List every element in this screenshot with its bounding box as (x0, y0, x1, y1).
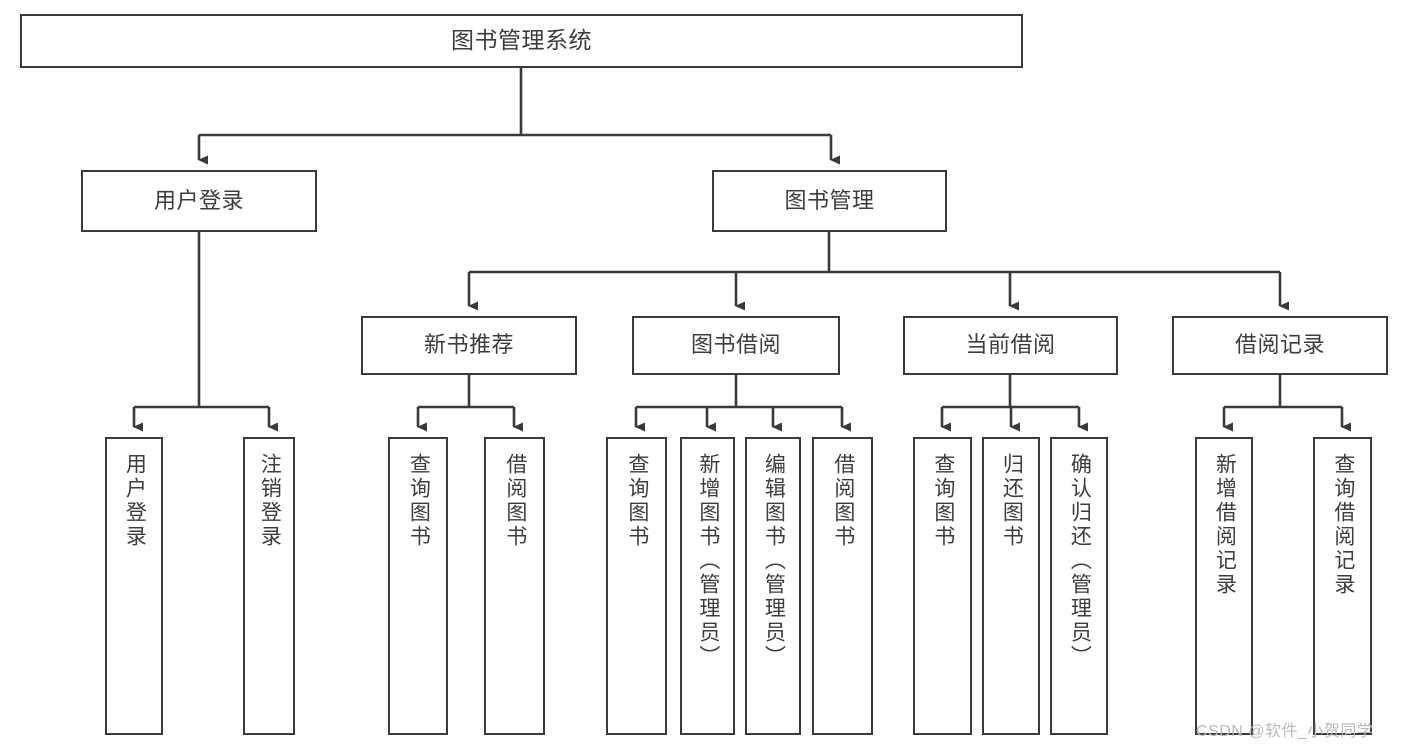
node-book-manage[interactable]: 图书管理 (712, 170, 947, 232)
leaf-add-book[interactable]: 新增图书（管理员） (680, 437, 735, 735)
leaf-logout-label: 注销登录 (258, 453, 282, 549)
leaf-borrow-book-2-label: 借阅图书 (831, 453, 855, 549)
node-borrow-record-label: 借阅记录 (1234, 332, 1325, 358)
node-book-borrow-label: 图书借阅 (690, 332, 781, 358)
leaf-borrow-book-1-label: 借阅图书 (503, 453, 527, 549)
node-new-book-recommend-label: 新书推荐 (423, 332, 514, 358)
node-current-borrow-label: 当前借阅 (965, 332, 1056, 358)
leaf-query-record-label: 查询借阅记录 (1331, 453, 1355, 597)
leaf-query-book-1-label: 查询图书 (407, 453, 431, 549)
node-user-login[interactable]: 用户登录 (81, 170, 317, 232)
leaf-query-book-3[interactable]: 查询图书 (913, 437, 972, 735)
node-root[interactable]: 图书管理系统 (20, 14, 1023, 68)
leaf-query-book-2[interactable]: 查询图书 (606, 437, 667, 735)
leaf-add-book-label: 新增图书（管理员） (696, 453, 720, 669)
leaf-return-book-label: 归还图书 (1000, 453, 1024, 549)
leaf-query-record[interactable]: 查询借阅记录 (1313, 437, 1372, 735)
leaf-return-book[interactable]: 归还图书 (982, 437, 1040, 735)
leaf-logout[interactable]: 注销登录 (243, 437, 295, 735)
leaf-query-book-2-label: 查询图书 (625, 453, 649, 549)
node-root-label: 图书管理系统 (451, 27, 592, 54)
leaf-user-login-label: 用户登录 (123, 453, 147, 549)
leaf-edit-book-label: 编辑图书（管理员） (762, 453, 786, 669)
leaf-confirm-return-label: 确认归还（管理员） (1068, 453, 1092, 669)
leaf-edit-book[interactable]: 编辑图书（管理员） (745, 437, 801, 735)
leaf-query-book-3-label: 查询图书 (931, 453, 955, 549)
leaf-borrow-book-1[interactable]: 借阅图书 (484, 437, 545, 735)
leaf-user-login[interactable]: 用户登录 (105, 437, 163, 735)
node-current-borrow[interactable]: 当前借阅 (903, 316, 1118, 375)
node-borrow-record[interactable]: 借阅记录 (1172, 316, 1388, 375)
leaf-query-book-1[interactable]: 查询图书 (388, 437, 448, 735)
node-new-book-recommend[interactable]: 新书推荐 (361, 316, 577, 375)
node-book-manage-label: 图书管理 (784, 187, 875, 213)
leaf-confirm-return[interactable]: 确认归还（管理员） (1050, 437, 1108, 735)
node-book-borrow[interactable]: 图书借阅 (632, 316, 840, 375)
leaf-borrow-book-2[interactable]: 借阅图书 (812, 437, 873, 735)
csdn-watermark: CSDN @软件_小贺同学 (1196, 723, 1374, 740)
node-user-login-label: 用户登录 (153, 187, 244, 213)
leaf-add-record-label: 新增借阅记录 (1213, 453, 1237, 597)
leaf-add-record[interactable]: 新增借阅记录 (1195, 437, 1253, 735)
